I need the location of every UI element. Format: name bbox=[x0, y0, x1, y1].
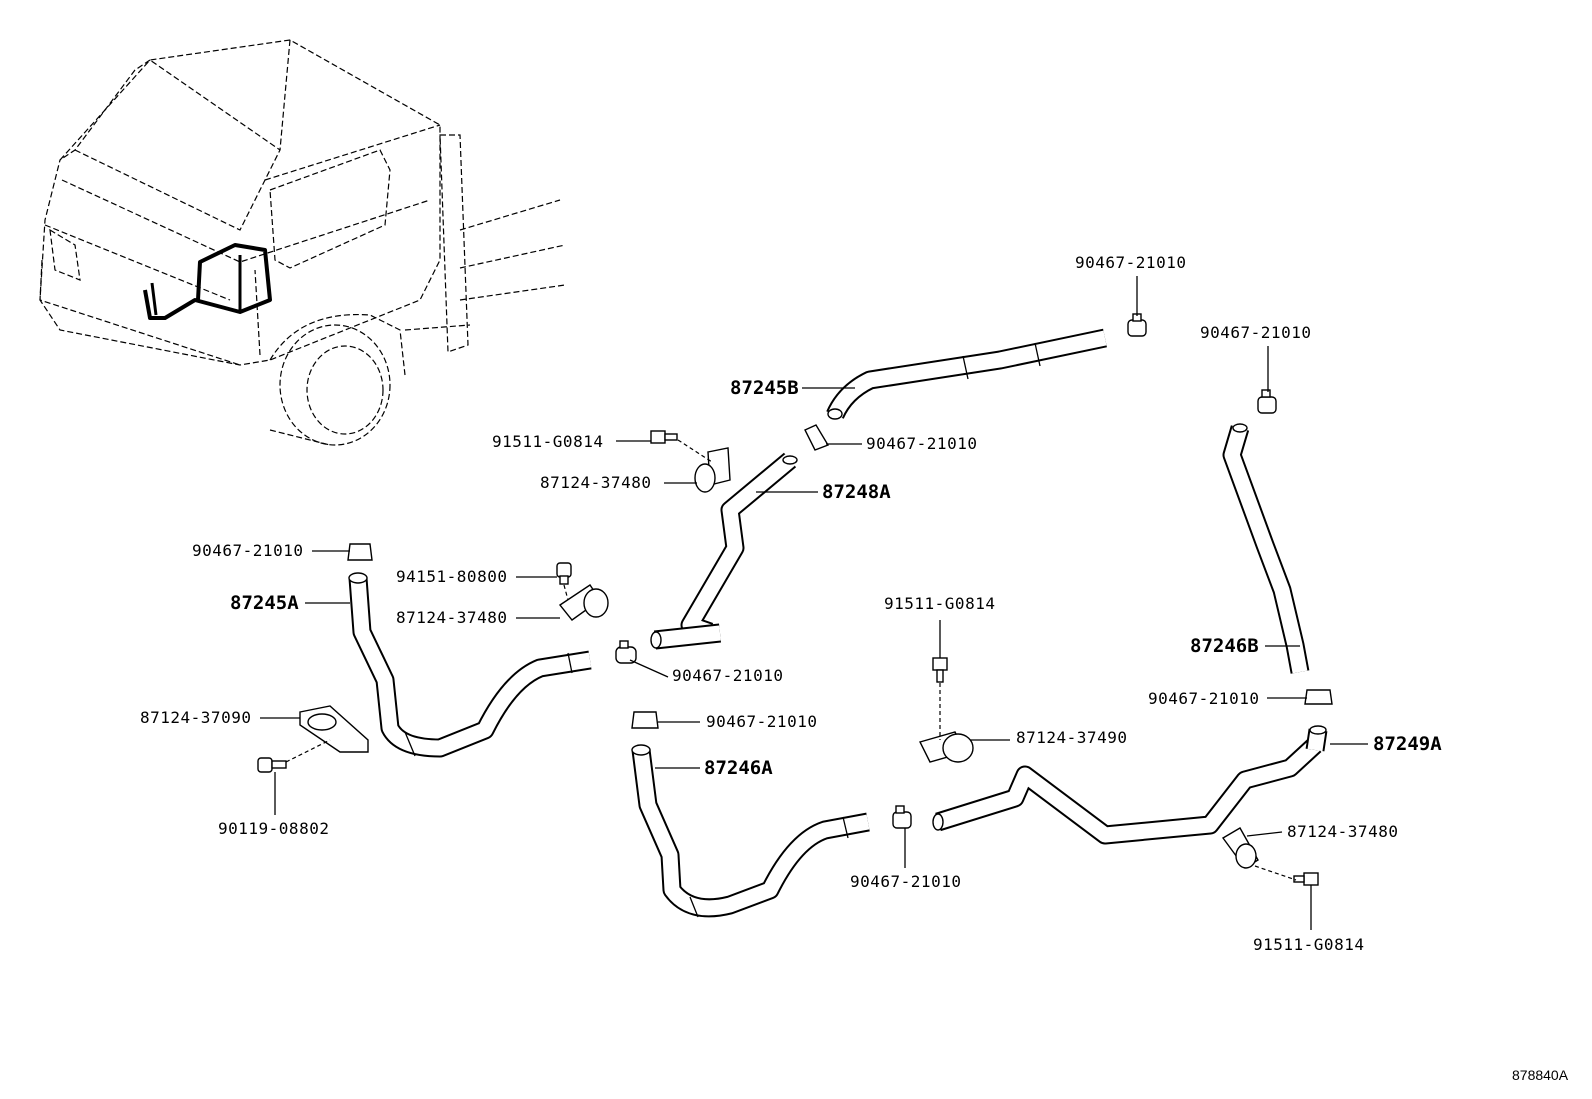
clamp-icon bbox=[347, 543, 373, 561]
clamp-icon bbox=[615, 640, 637, 664]
clamp-icon bbox=[1257, 389, 1277, 414]
hose-87245a bbox=[348, 572, 592, 758]
clip-icon bbox=[694, 447, 731, 493]
label-hose-87249a: 87249A bbox=[1373, 733, 1442, 755]
clip-icon bbox=[558, 584, 609, 621]
bolt-icon bbox=[650, 430, 678, 444]
hose-87245b bbox=[826, 328, 1107, 420]
label-clip-right: 87124-37480 bbox=[1287, 822, 1398, 841]
hose-87246b bbox=[1222, 423, 1310, 674]
label-clip-top: 87124-37480 bbox=[540, 473, 651, 492]
label-hose-87246a: 87246A bbox=[704, 757, 773, 779]
label-clamp-mid: 90467-21010 bbox=[866, 434, 977, 453]
clamp-icon bbox=[1127, 313, 1147, 337]
label-bolt-94151: 94151-80800 bbox=[396, 567, 507, 586]
hose-87246a bbox=[631, 744, 870, 918]
label-clamp-lower-center: 90467-21010 bbox=[706, 712, 817, 731]
bolt-icon bbox=[1293, 872, 1319, 886]
label-clamp-bottom: 90467-21010 bbox=[850, 872, 961, 891]
label-clip-37490: 87124-37490 bbox=[1016, 728, 1127, 747]
label-hose-87245b: 87245B bbox=[730, 377, 799, 399]
clamp-icon bbox=[1304, 689, 1333, 705]
label-clamp-left: 90467-21010 bbox=[192, 541, 303, 560]
label-clamp-top: 90467-21010 bbox=[1075, 253, 1186, 272]
bolt-icon bbox=[932, 657, 948, 683]
bolt-icon bbox=[257, 757, 287, 773]
clamp-icon bbox=[892, 805, 912, 829]
label-hose-87248a: 87248A bbox=[822, 481, 891, 503]
hose-87249a bbox=[932, 725, 1328, 845]
figure-code: 878840A bbox=[1512, 1067, 1569, 1083]
label-clip-mid: 87124-37480 bbox=[396, 608, 507, 627]
clip-icon bbox=[918, 731, 974, 763]
label-hose-87245a: 87245A bbox=[230, 592, 299, 614]
bolt-icon bbox=[556, 562, 572, 585]
clamp-icon bbox=[804, 424, 830, 451]
label-bracket-37090: 87124-37090 bbox=[140, 708, 251, 727]
label-clamp-right-top: 90467-21010 bbox=[1200, 323, 1311, 342]
label-bolt-90119: 90119-08802 bbox=[218, 819, 329, 838]
bracket-icon bbox=[299, 705, 369, 753]
truck-illustration bbox=[39, 39, 566, 446]
label-clamp-center: 90467-21010 bbox=[672, 666, 783, 685]
label-bolt-right: 91511-G0814 bbox=[1253, 935, 1364, 954]
label-hose-87246b: 87246B bbox=[1190, 635, 1259, 657]
clip-icon bbox=[1221, 827, 1259, 869]
label-bolt-center: 91511-G0814 bbox=[884, 594, 995, 613]
clamp-icon bbox=[631, 711, 659, 729]
label-bolt-top: 91511-G0814 bbox=[492, 432, 603, 451]
label-clamp-right-mid: 90467-21010 bbox=[1148, 689, 1259, 708]
hose-87248a bbox=[650, 452, 798, 650]
